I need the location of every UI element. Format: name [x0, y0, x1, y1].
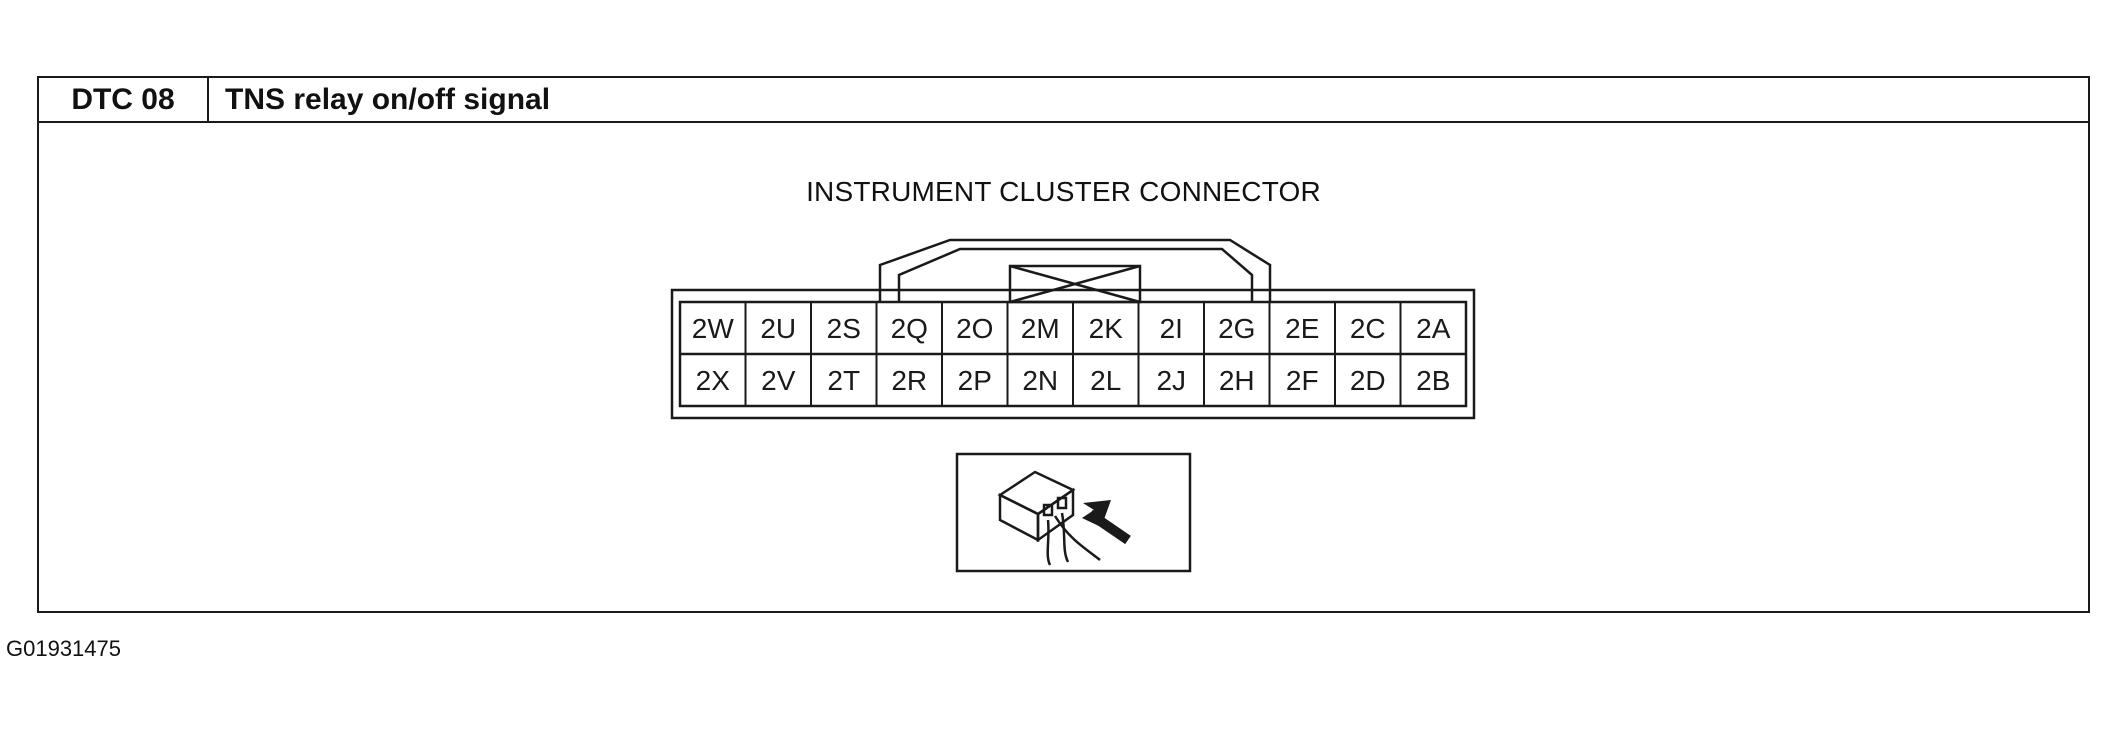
terminal-2g: 2G: [1218, 313, 1255, 344]
terminal-2x: 2X: [696, 365, 731, 396]
dtc-panel: DTC 08 TNS relay on/off signal INSTRUMEN…: [37, 76, 2090, 613]
dtc-code: DTC 08: [39, 78, 209, 121]
figure-id: G01931475: [6, 636, 121, 661]
terminal-2b: 2B: [1416, 365, 1450, 396]
terminal-2j: 2J: [1156, 365, 1186, 396]
harness-side-view-arrow-icon: [955, 452, 1192, 573]
terminal-2n: 2N: [1022, 365, 1058, 396]
terminal-2q: 2Q: [891, 313, 928, 344]
terminal-2h: 2H: [1219, 365, 1255, 396]
terminal-2f: 2F: [1286, 365, 1319, 396]
connector-title: INSTRUMENT CLUSTER CONNECTOR: [806, 176, 1321, 207]
terminal-2s: 2S: [827, 313, 861, 344]
dtc-title: TNS relay on/off signal: [225, 83, 551, 116]
terminal-2v: 2V: [761, 365, 796, 396]
terminal-2i: 2I: [1160, 313, 1183, 344]
terminal-2r: 2R: [891, 365, 927, 396]
terminal-2l: 2L: [1090, 365, 1121, 396]
terminal-2k: 2K: [1089, 313, 1124, 344]
terminal-2c: 2C: [1350, 313, 1386, 344]
dtc-header-row: DTC 08 TNS relay on/off signal: [39, 78, 2088, 123]
terminal-2t: 2T: [827, 365, 860, 396]
terminal-2m: 2M: [1021, 313, 1060, 344]
terminal-2p: 2P: [958, 365, 992, 396]
terminal-2u: 2U: [760, 313, 796, 344]
terminal-2a: 2A: [1416, 313, 1451, 344]
terminal-2w: 2W: [692, 313, 735, 344]
terminal-2e: 2E: [1285, 313, 1319, 344]
terminal-2d: 2D: [1350, 365, 1386, 396]
connector-top-latch: [878, 238, 1272, 304]
terminal-2o: 2O: [956, 313, 993, 344]
terminal-grid: 2W 2U 2S 2Q 2O 2M 2K 2I 2G 2E 2C 2A 2X 2V 2T 2R 2P 2N 2L 2J…: [692, 302, 1451, 406]
